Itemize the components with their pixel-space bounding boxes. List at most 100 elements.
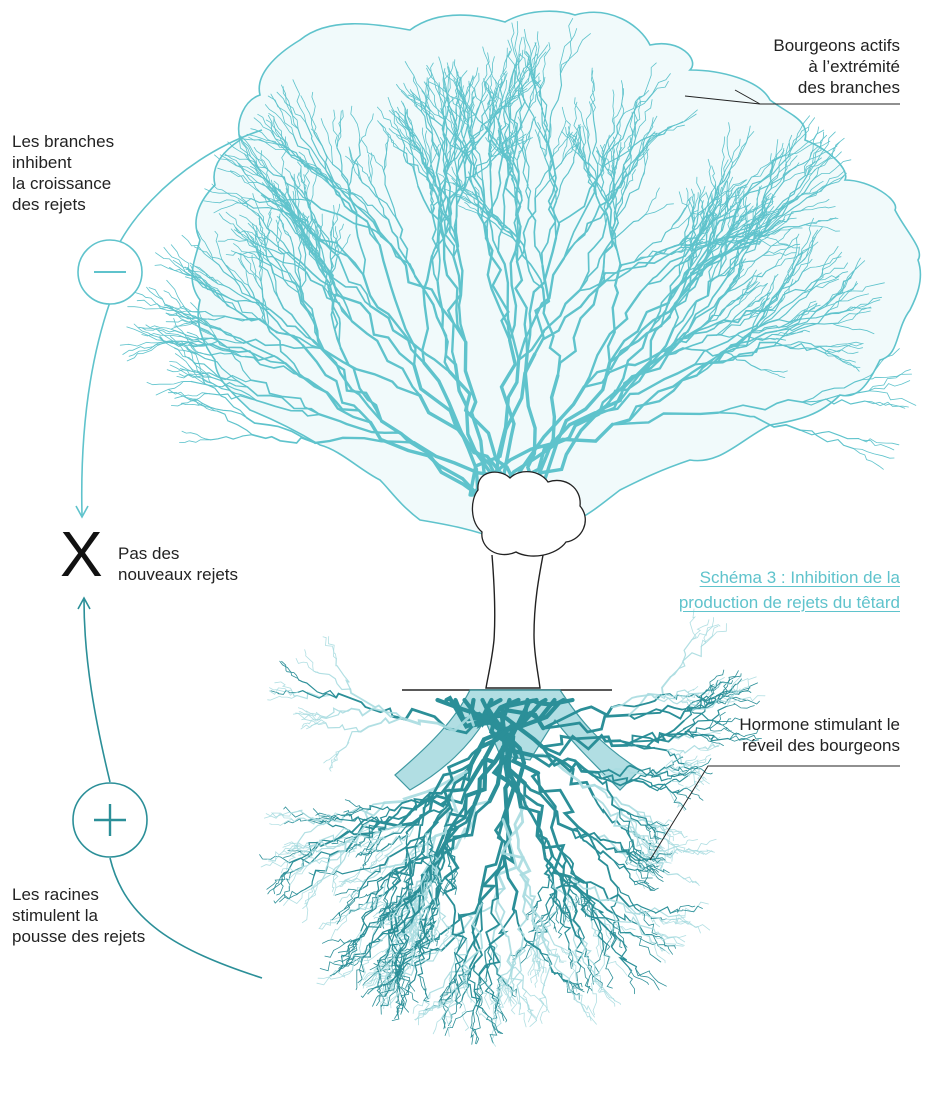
branch <box>563 189 619 260</box>
branch <box>717 411 802 431</box>
branch <box>716 306 748 336</box>
branch <box>630 108 636 149</box>
root <box>311 812 342 821</box>
branch <box>421 90 446 121</box>
branch <box>628 111 634 149</box>
root <box>665 751 683 769</box>
root <box>461 963 475 1002</box>
root <box>635 968 667 987</box>
branch <box>458 205 485 217</box>
root <box>409 933 441 951</box>
branch <box>678 191 694 222</box>
root <box>547 874 558 904</box>
root <box>441 969 471 1004</box>
root <box>507 951 527 992</box>
root <box>494 818 507 900</box>
root <box>282 845 314 853</box>
root <box>441 799 491 856</box>
root <box>453 977 463 1009</box>
root <box>432 916 442 942</box>
branch <box>267 95 299 130</box>
root <box>645 824 657 843</box>
branch <box>469 130 484 182</box>
inhibition-arrowhead <box>75 505 89 519</box>
root <box>490 995 503 1020</box>
root <box>440 977 455 1005</box>
root <box>273 871 289 895</box>
branch <box>824 342 864 354</box>
branch <box>724 184 747 216</box>
root <box>613 847 639 868</box>
branch <box>668 254 708 319</box>
branch <box>119 341 159 347</box>
inhibition-arrow-line <box>80 301 111 516</box>
branch <box>165 312 200 323</box>
root <box>358 890 379 899</box>
branch <box>587 140 598 198</box>
branch <box>445 124 483 174</box>
branch <box>412 363 507 497</box>
branch <box>376 106 401 135</box>
branch <box>606 263 622 364</box>
branch <box>699 246 734 276</box>
root <box>621 826 649 850</box>
branch <box>746 303 780 338</box>
branch <box>260 172 301 221</box>
branch <box>770 147 785 189</box>
root <box>493 995 505 1024</box>
root <box>381 833 409 853</box>
branch <box>508 228 544 290</box>
branch <box>621 169 636 197</box>
root <box>360 977 396 998</box>
root <box>405 833 411 872</box>
branch <box>258 217 270 251</box>
branch <box>563 199 610 260</box>
cross-mark-icon: X <box>60 518 103 590</box>
branch <box>603 114 624 167</box>
root <box>635 866 645 889</box>
root <box>641 853 677 876</box>
branch <box>311 91 317 134</box>
root <box>429 794 468 871</box>
root <box>345 895 380 917</box>
branch <box>727 205 732 235</box>
root <box>720 670 739 694</box>
branch <box>762 271 795 317</box>
root <box>687 754 711 776</box>
branch <box>433 181 458 245</box>
branch <box>585 101 592 142</box>
branch <box>186 348 206 385</box>
branch <box>446 105 459 138</box>
root <box>306 850 346 867</box>
branch <box>806 137 845 177</box>
branch <box>455 68 466 105</box>
root <box>687 729 731 742</box>
root <box>683 780 704 790</box>
branch <box>778 280 797 305</box>
root <box>335 871 360 888</box>
branch <box>831 310 871 325</box>
branch <box>446 106 459 138</box>
branch <box>517 289 581 362</box>
branch <box>516 135 530 161</box>
branch <box>223 152 258 183</box>
root <box>667 773 686 780</box>
branch <box>524 151 532 201</box>
root <box>548 914 557 933</box>
root <box>412 992 431 1014</box>
branch <box>799 429 855 450</box>
branch <box>762 235 800 249</box>
root <box>540 733 622 757</box>
root <box>279 888 306 903</box>
root <box>649 774 689 788</box>
root <box>417 935 430 976</box>
root <box>339 890 358 903</box>
branch <box>793 241 819 273</box>
branch <box>725 333 773 354</box>
root <box>455 974 459 1005</box>
branch <box>806 131 825 177</box>
branch <box>487 123 493 172</box>
branch <box>241 138 285 151</box>
branch <box>776 295 836 332</box>
